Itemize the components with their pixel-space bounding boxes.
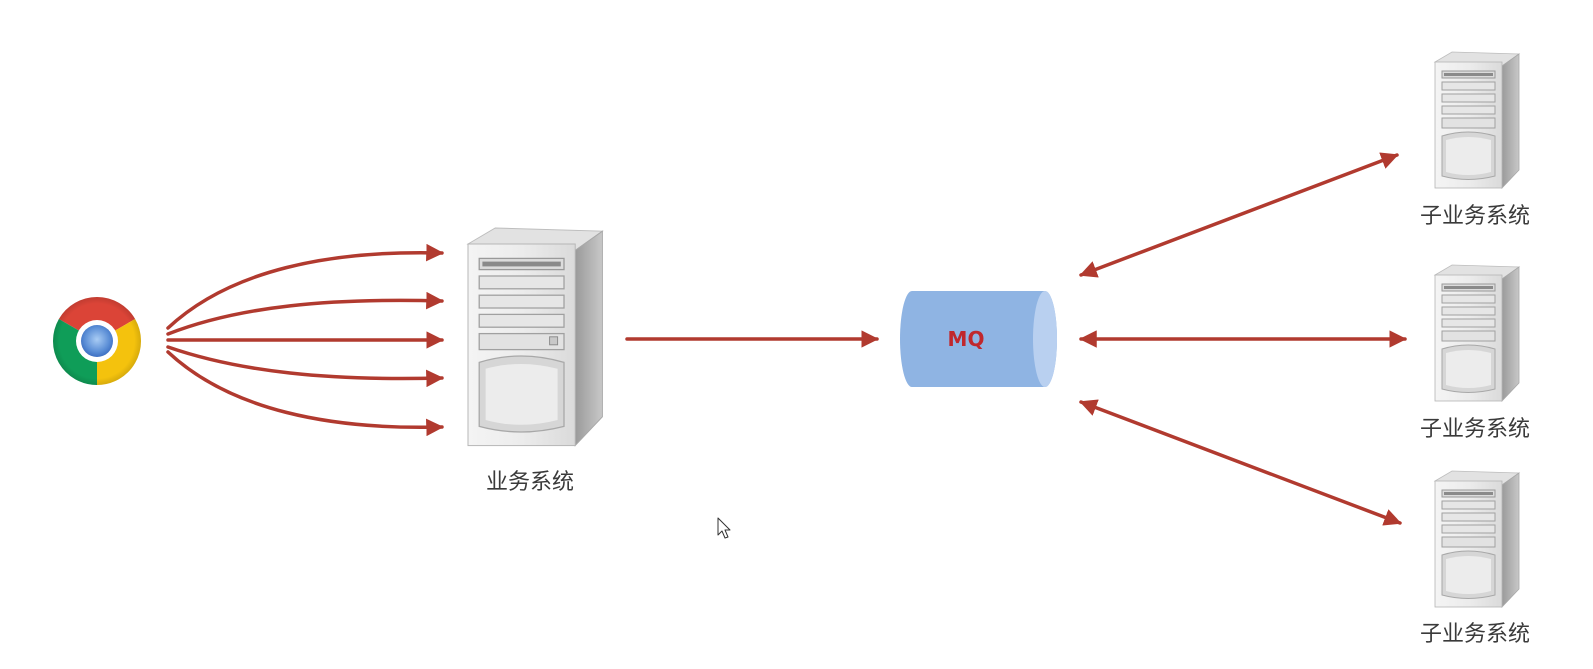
sub-system-server-icon (1433, 51, 1521, 190)
mq-queue-cylinder: MQ (900, 291, 1057, 387)
business-system-server-icon (466, 227, 604, 447)
subscribe-arrow-bottom (1079, 399, 1402, 526)
subscribe-arrow-top (1079, 152, 1399, 278)
request-arrow (166, 345, 444, 388)
chrome-browser-icon (52, 296, 142, 385)
sub-system-label: 子业务系统 (1419, 417, 1530, 442)
request-arrows (166, 243, 444, 437)
business-system-label: 业务系统 (485, 470, 574, 495)
sub-system-label: 子业务系统 (1419, 622, 1530, 647)
request-arrow (166, 291, 444, 336)
sub-system-label: 子业务系统 (1419, 204, 1530, 229)
request-arrow (166, 350, 444, 437)
subscribe-arrows (1079, 152, 1407, 526)
mq-label: MQ (948, 327, 985, 351)
request-arrow (166, 243, 444, 330)
sub-system-server-icon (1433, 470, 1521, 609)
sub-system-server-icon (1433, 264, 1521, 403)
mouse-cursor-icon (717, 517, 731, 539)
